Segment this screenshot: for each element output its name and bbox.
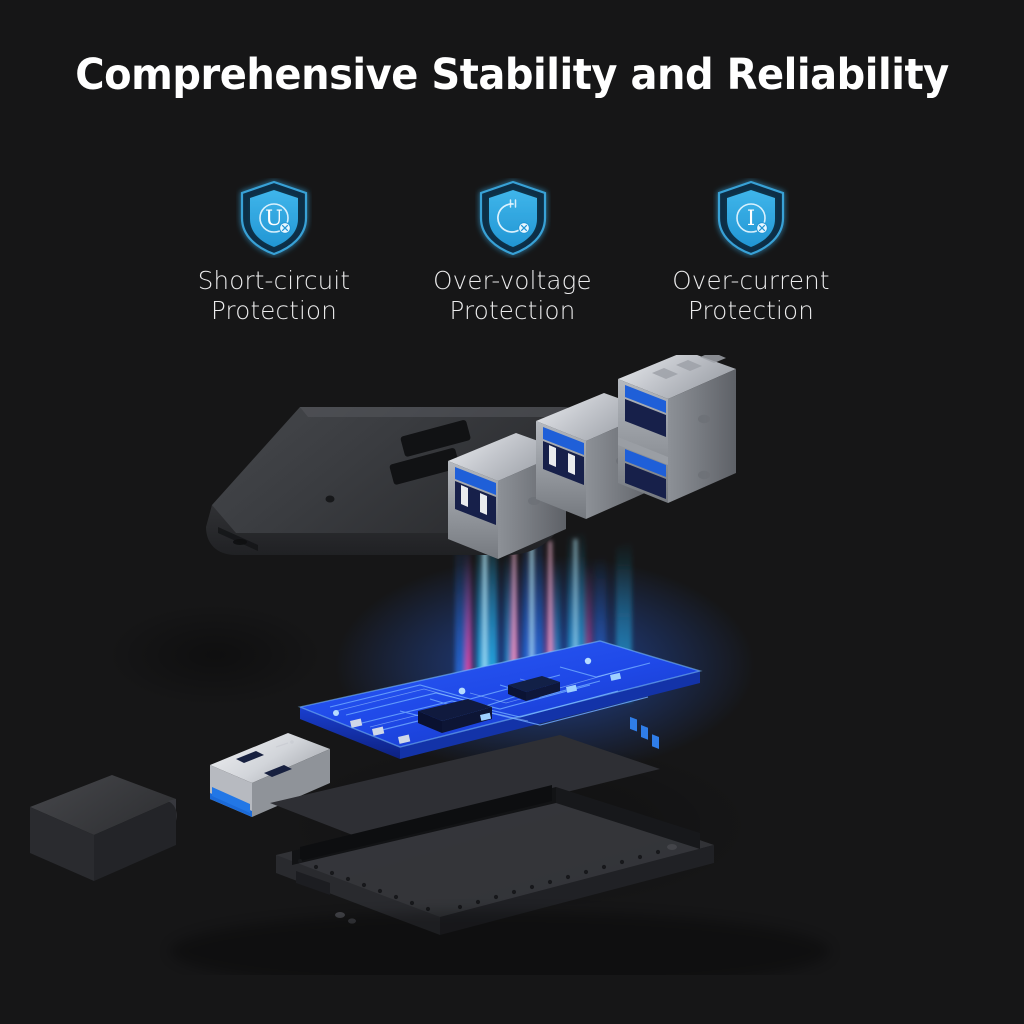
feature-short-circuit-label: Short-circuit Protection [198,266,350,326]
feature-over-current: I Over-current Protection [632,178,870,326]
feature-label-line-1: Over-current [672,266,830,295]
usb-male-plug [210,733,330,817]
feature-short-circuit: U Short-circuit Protection [155,178,393,326]
svg-text:U: U [265,206,283,230]
floor-shadow-left [105,603,325,707]
feature-label-line-1: Short-circuit [197,266,351,295]
feature-list: U Short-circuit Protection [155,178,870,326]
shield-over-voltage-icon [475,178,551,258]
svg-text:I: I [747,206,755,230]
usb-port-stacked [618,351,736,749]
feature-over-current-label: Over-current Protection [672,266,829,326]
bottom-housing-tray [270,735,714,935]
feature-label-line-1: Over-voltage [433,266,592,295]
housing-port-cutout-2 [389,448,460,485]
shield-short-circuit-icon: U [236,178,312,258]
screw-post-3 [667,844,677,850]
page-title: Comprehensive Stability and Reliability [75,50,949,100]
product-exploded-view [0,351,1024,991]
feature-label-line-2: Protection [688,296,814,325]
feature-over-voltage: Over-voltage Protection [394,178,632,326]
shield-over-current-icon: I [713,178,789,258]
feature-label-line-2: Protection [211,296,337,325]
feature-label-line-2: Protection [449,296,576,325]
housing-port-cutout-1 [400,420,471,457]
end-cap [30,775,177,881]
housing-led-dot [325,495,335,503]
pcb-board [297,640,703,759]
pcb-components [333,657,622,744]
feature-over-voltage-label: Over-voltage Protection [433,266,592,326]
